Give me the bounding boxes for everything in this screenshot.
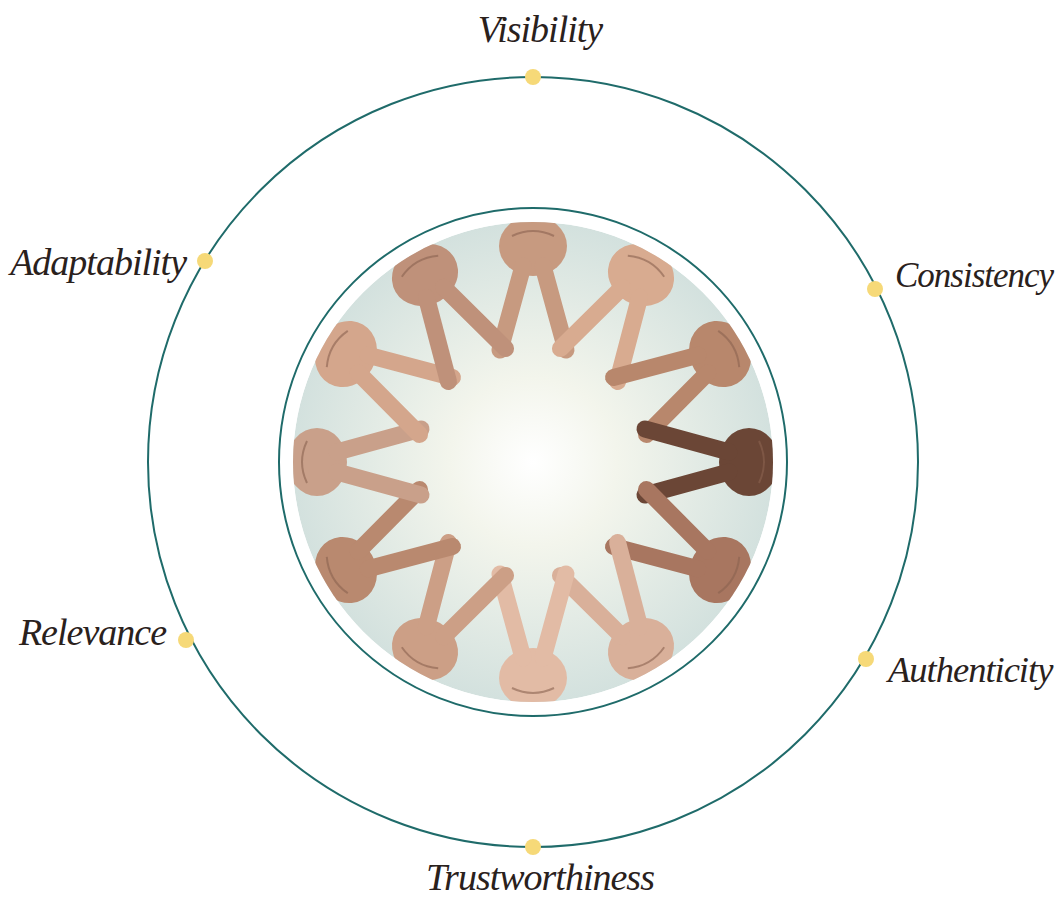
ring-label: Adaptability — [10, 242, 186, 284]
ring-label: Trustworthiness — [426, 857, 654, 899]
ring-label: Visibility — [478, 9, 602, 51]
ring-label: Relevance — [19, 612, 166, 654]
hands-photo — [287, 216, 779, 708]
ring-dots — [178, 69, 883, 855]
ring-label: Authenticity — [888, 650, 1052, 690]
ring-label: Consistency — [895, 257, 1053, 296]
